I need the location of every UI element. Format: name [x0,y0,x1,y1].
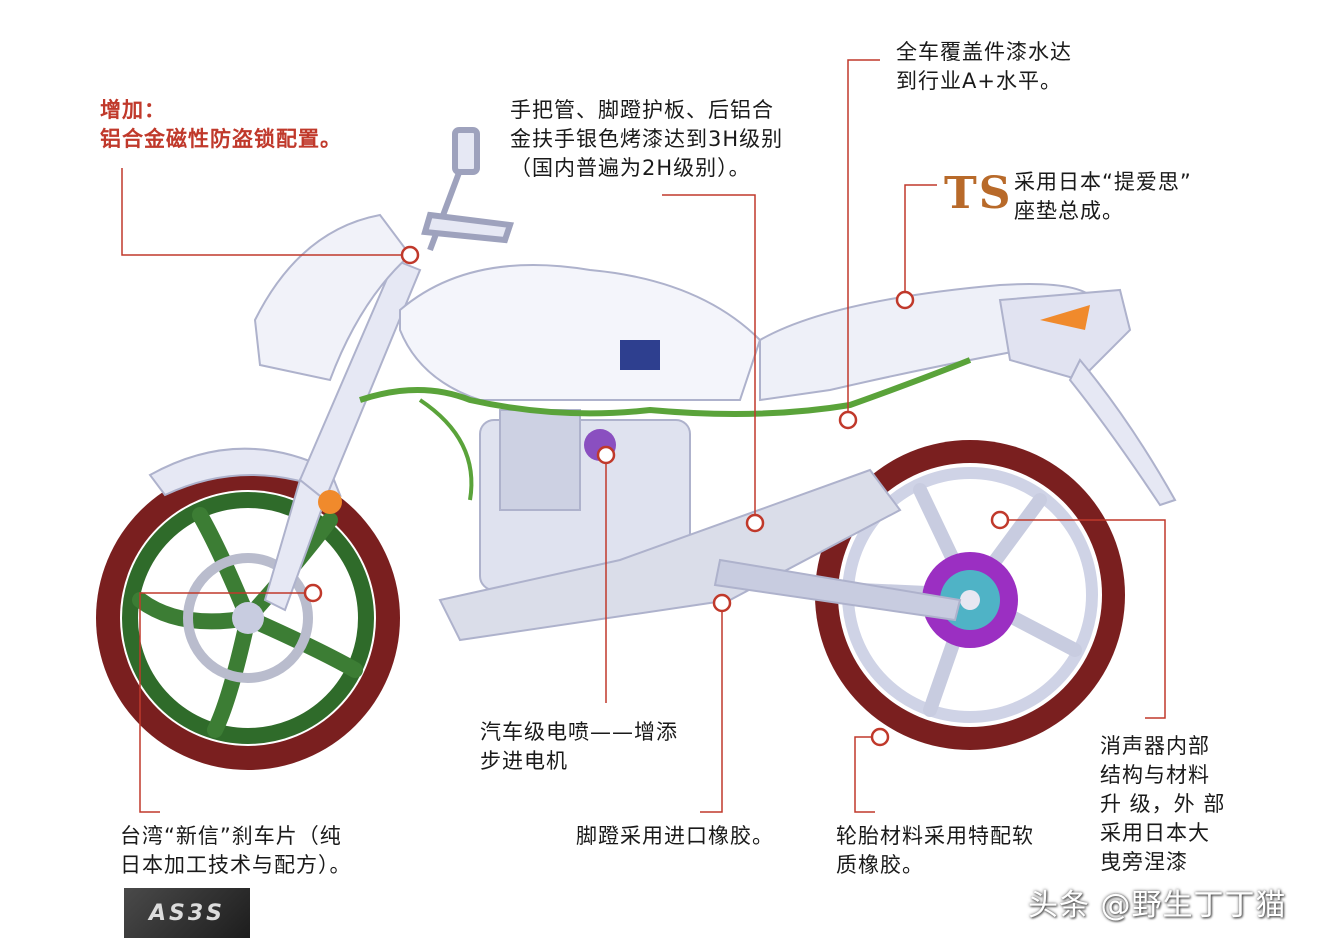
muffler-line3: 升 级，外 部 [1100,792,1226,816]
tire-line2: 质橡胶。 [836,853,924,877]
motorcycle-body [148,213,1177,642]
lock-callout-text: 铝合金磁性防盗锁配置。 [100,127,342,151]
brand-logo: AS3S [124,888,250,938]
cover-paint-line1: 全车覆盖件漆水达 [896,40,1072,64]
efi-line1: 汽车级电喷——增添 [480,720,678,744]
handlebar-paint-callout: 手把管、脚蹬护板、后铝合 金扶手银色烤漆达到3H级别 （国内普遍为2H级别）。 [510,96,783,183]
brake-line1: 台湾“新信”刹车片（纯 [120,824,342,848]
ecu-module [620,340,660,370]
handlebar [421,127,515,252]
muffler-callout: 消声器内部 结构与材料 升 级，外 部 采用日本大 曳旁涅漆 [1100,732,1225,877]
efi-callout: 汽车级电喷——增添 步进电机 [480,718,678,776]
seat-line1: 采用日本“提爱思” [1014,170,1192,194]
lock-callout-title: 增加： [100,98,166,122]
callout-lines [121,59,1166,813]
efi-line2: 步进电机 [480,749,568,773]
watermark: 头条 @野生丁丁猫 [1028,888,1287,923]
muffler-line1: 消声器内部 [1100,734,1210,758]
pedal-callout: 脚蹬采用进口橡胶。 [576,822,774,851]
lock-callout: 增加： 铝合金磁性防盗锁配置。 [100,96,342,154]
pedal-text: 脚蹬采用进口橡胶。 [576,824,774,848]
muffler-line5: 曳旁涅漆 [1100,850,1188,874]
tire-callout: 轮胎材料采用特配软 质橡胶。 [836,822,1034,880]
muffler-line4: 采用日本大 [1100,821,1210,845]
handlebar-paint-line2: 金扶手银色烤漆达到3H级别 [510,127,784,151]
ts-logo: TS [944,168,1013,219]
callout-markers [303,245,1010,747]
brake-line2: 日本加工技术与配方）。 [120,853,352,877]
wire-harness [359,357,972,417]
seat-callout: 采用日本“提爱思” 座垫总成。 [1014,168,1192,226]
front-wheel [96,466,400,770]
cover-paint-callout: 全车覆盖件漆水达 到行业A+水平。 [896,38,1072,96]
muffler-line2: 结构与材料 [1100,763,1210,787]
brake-callout: 台湾“新信”刹车片（纯 日本加工技术与配方）。 [120,822,352,880]
handlebar-paint-line1: 手把管、脚蹬护板、后铝合 [510,98,774,122]
seat-line2: 座垫总成。 [1014,199,1124,223]
tire-line1: 轮胎材料采用特配软 [836,824,1034,848]
tail-light [1040,305,1090,330]
cover-paint-line2: 到行业A+水平。 [896,69,1062,93]
handlebar-paint-line3: （国内普遍为2H级别）。 [510,156,751,180]
